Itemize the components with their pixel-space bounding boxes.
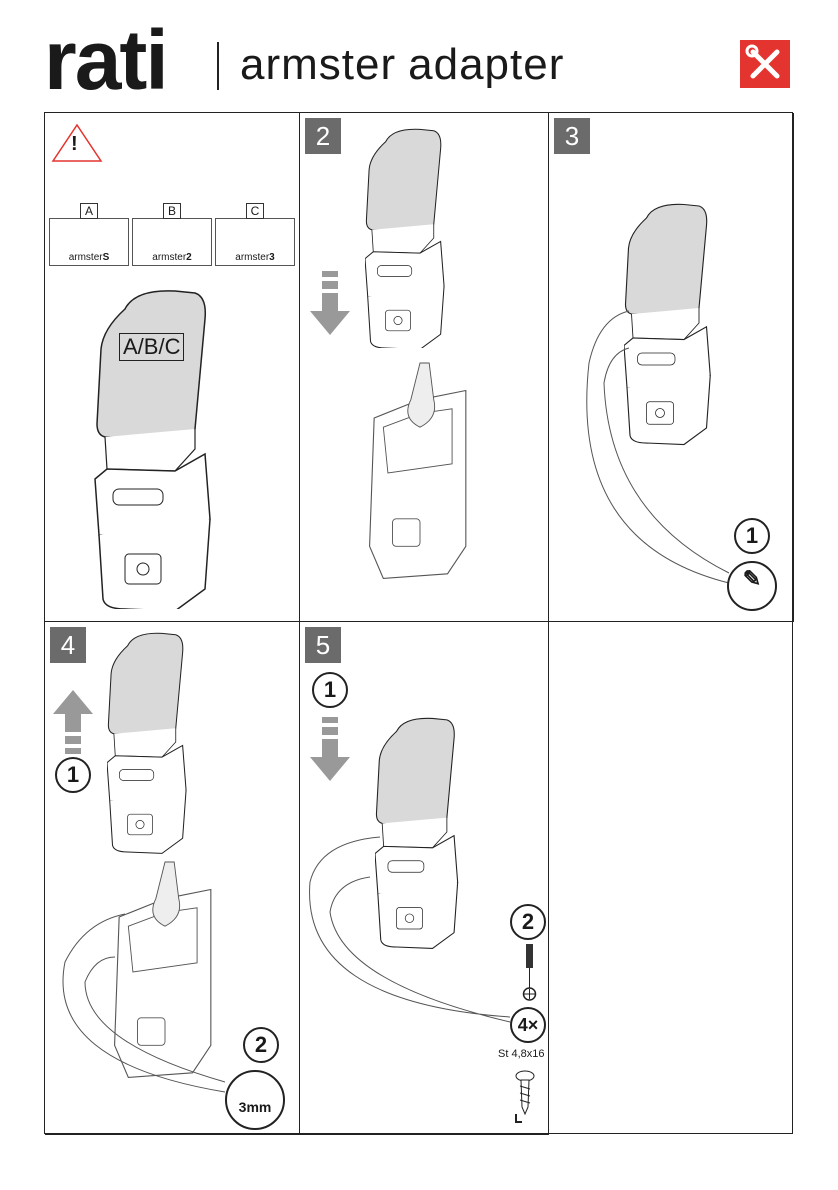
sub-step-1: 1 xyxy=(312,672,348,708)
model-letter: B xyxy=(163,203,181,219)
model-suffix: S xyxy=(102,252,110,263)
variant-label: A/B/C xyxy=(119,333,185,361)
sub-step-2: 2 xyxy=(510,904,546,940)
model-suffix: 2 xyxy=(186,252,192,263)
brand-logo: rati xyxy=(44,13,169,107)
model-name: armsterS xyxy=(50,252,128,263)
arrow-lines xyxy=(309,836,511,1023)
console-base-illustration xyxy=(365,348,475,598)
sub-step-1: 1 xyxy=(55,757,91,793)
model-name-text: armster xyxy=(152,252,187,263)
arrow-lines xyxy=(586,310,730,584)
model-name-text: armster xyxy=(68,252,103,263)
warning-icon xyxy=(51,123,103,162)
arrow-down-icon xyxy=(310,271,350,341)
screw-icon xyxy=(515,1070,535,1123)
sub-step-2: 2 xyxy=(243,1027,279,1063)
quantity-badge: 4× xyxy=(510,1007,546,1043)
panel-6-empty xyxy=(549,622,794,1135)
step-badge: 2 xyxy=(305,118,341,154)
pen-icon: ✎ xyxy=(727,561,777,611)
step-badge: 4 xyxy=(50,627,86,663)
sub-step-1: 1 xyxy=(734,518,770,554)
screw-spec: St 4,8x16 xyxy=(498,1048,545,1060)
step-badge: 5 xyxy=(305,627,341,663)
armrest-illustration xyxy=(365,128,475,348)
step-badge: 3 xyxy=(554,118,590,154)
model-suffix: 3 xyxy=(269,252,275,263)
product-name: adapter xyxy=(408,40,565,89)
model-letter: A xyxy=(80,203,98,219)
product-line: armster xyxy=(240,40,397,89)
model-name-text: armster xyxy=(235,252,270,263)
panel-4: 4 1 2 3mm xyxy=(45,622,300,1135)
model-name: armster2 xyxy=(133,252,211,263)
model-name: armster3 xyxy=(216,252,294,263)
header-divider xyxy=(217,42,219,90)
arrow-lines xyxy=(62,913,226,1093)
screwdriver-icon xyxy=(522,944,537,1001)
tools-icon xyxy=(740,40,790,88)
panel-3: 3 1 ✎ xyxy=(549,113,794,622)
panel-2: 2 xyxy=(300,113,549,622)
model-letter: C xyxy=(246,203,264,219)
warning-mark: ! xyxy=(71,133,78,155)
panel-5: 5 1 2 4× St 4,8x16 xyxy=(300,622,549,1135)
drill-size: 3mm xyxy=(225,1070,285,1130)
